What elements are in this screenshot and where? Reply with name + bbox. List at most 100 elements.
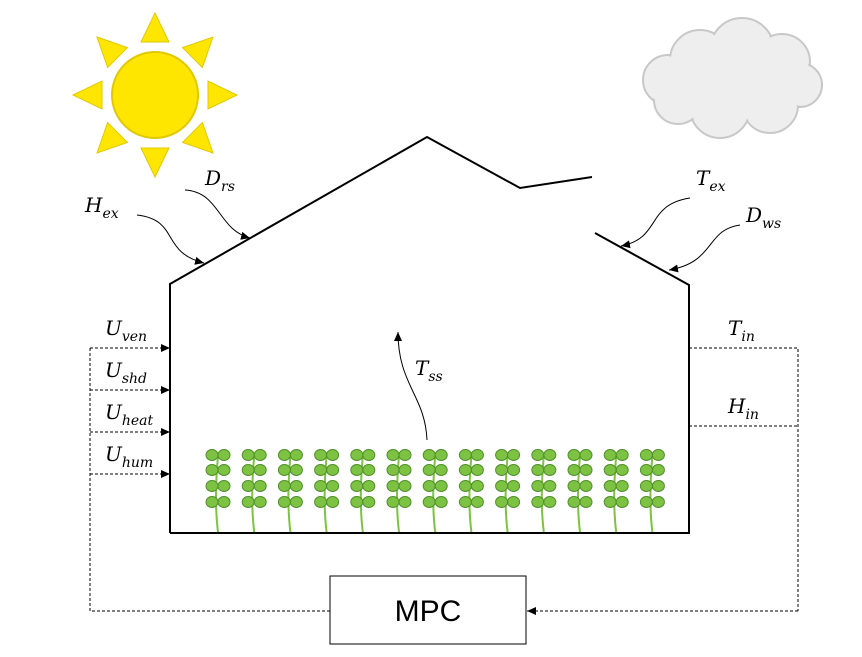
plant-leaf — [579, 464, 593, 476]
plant-leaf — [639, 464, 653, 476]
u-hum-label: Uhum — [105, 442, 153, 471]
plant-leaf — [495, 496, 509, 508]
sun-disc — [111, 51, 199, 139]
t-in-line — [689, 347, 799, 611]
plant-leaf — [458, 464, 472, 476]
plant-leaf — [434, 449, 448, 461]
mpc-label: MPC — [395, 595, 462, 628]
plant-leaf — [615, 449, 629, 461]
plant-leaf — [253, 464, 267, 476]
plant-leaf — [398, 496, 412, 508]
plant-leaf — [507, 449, 521, 461]
plant-stem — [287, 455, 292, 533]
plant-icon — [205, 449, 231, 533]
plant-leaf — [651, 496, 665, 508]
plant-stem — [432, 455, 437, 533]
plant-stem — [613, 455, 618, 533]
plant-leaf — [277, 480, 291, 492]
plant-icon — [314, 449, 340, 533]
plant-icon — [277, 449, 303, 533]
plant-leaf — [579, 449, 593, 461]
plant-leaf — [531, 480, 545, 492]
plant-leaf — [543, 464, 557, 476]
plant-leaf — [434, 480, 448, 492]
plant-row — [205, 449, 665, 533]
plant-leaf — [470, 449, 484, 461]
plant-icon — [422, 449, 448, 533]
cloud-icon — [642, 17, 823, 139]
plant-leaf — [241, 449, 255, 461]
plant-leaf — [253, 496, 267, 508]
control-bus-left — [89, 348, 330, 612]
sun-ray — [181, 36, 214, 69]
plant-icon — [386, 449, 412, 533]
plant-leaf — [651, 449, 665, 461]
plant-leaf — [567, 464, 581, 476]
plant-leaf — [241, 464, 255, 476]
plant-stem — [359, 455, 364, 533]
greenhouse-outline — [169, 135, 593, 533]
plant-leaf — [495, 449, 509, 461]
plant-leaf — [543, 449, 557, 461]
plant-leaf — [579, 496, 593, 508]
plant-leaf — [326, 464, 340, 476]
plant-leaf — [458, 449, 472, 461]
plant-leaf — [314, 480, 328, 492]
plant-leaf — [362, 449, 376, 461]
plant-leaf — [386, 449, 400, 461]
cloud-body — [673, 54, 797, 110]
plant-stem — [468, 455, 473, 533]
sun-ray — [207, 80, 239, 110]
u-ven-label: Uven — [105, 316, 147, 345]
plant-leaf — [470, 464, 484, 476]
plant-icon — [495, 449, 521, 533]
plant-leaf — [434, 464, 448, 476]
t-in-label: Tin — [728, 316, 755, 345]
plant-leaf — [350, 496, 364, 508]
sun-ray — [96, 121, 129, 154]
plant-leaf — [639, 480, 653, 492]
plant-leaf — [217, 480, 231, 492]
plant-leaf — [326, 449, 340, 461]
plant-leaf — [615, 480, 629, 492]
plant-leaf — [458, 480, 472, 492]
plant-leaf — [507, 496, 521, 508]
plant-stem — [540, 455, 545, 533]
plant-leaf — [543, 496, 557, 508]
plant-leaf — [639, 449, 653, 461]
plant-leaf — [651, 464, 665, 476]
plant-leaf — [531, 449, 545, 461]
plant-leaf — [567, 449, 581, 461]
plant-leaf — [289, 464, 303, 476]
plant-icon — [531, 449, 557, 533]
plant-icon — [458, 449, 484, 533]
plant-leaf — [350, 464, 364, 476]
plant-leaf — [314, 496, 328, 508]
plant-leaf — [277, 449, 291, 461]
plant-icon — [567, 449, 593, 533]
plant-icon — [603, 449, 629, 533]
plant-leaf — [362, 464, 376, 476]
plant-leaf — [567, 480, 581, 492]
d-ws-label: Dws — [745, 203, 781, 232]
plant-leaf — [205, 449, 219, 461]
plant-leaf — [350, 449, 364, 461]
plant-leaf — [217, 464, 231, 476]
plant-leaf — [543, 480, 557, 492]
plant-leaf — [350, 480, 364, 492]
sun-ray — [71, 80, 103, 110]
plant-leaf — [603, 496, 617, 508]
greenhouse-outline-right — [170, 232, 690, 534]
t-ss-arrow — [394, 331, 428, 441]
plant-leaf — [507, 464, 521, 476]
plant-leaf — [495, 480, 509, 492]
plant-leaf — [277, 464, 291, 476]
t-ss-label: Tss — [415, 356, 443, 385]
plant-leaf — [241, 496, 255, 508]
plant-leaf — [434, 496, 448, 508]
mpc-box — [329, 575, 527, 645]
t-ex-arrow — [620, 197, 691, 249]
plant-leaf — [531, 496, 545, 508]
